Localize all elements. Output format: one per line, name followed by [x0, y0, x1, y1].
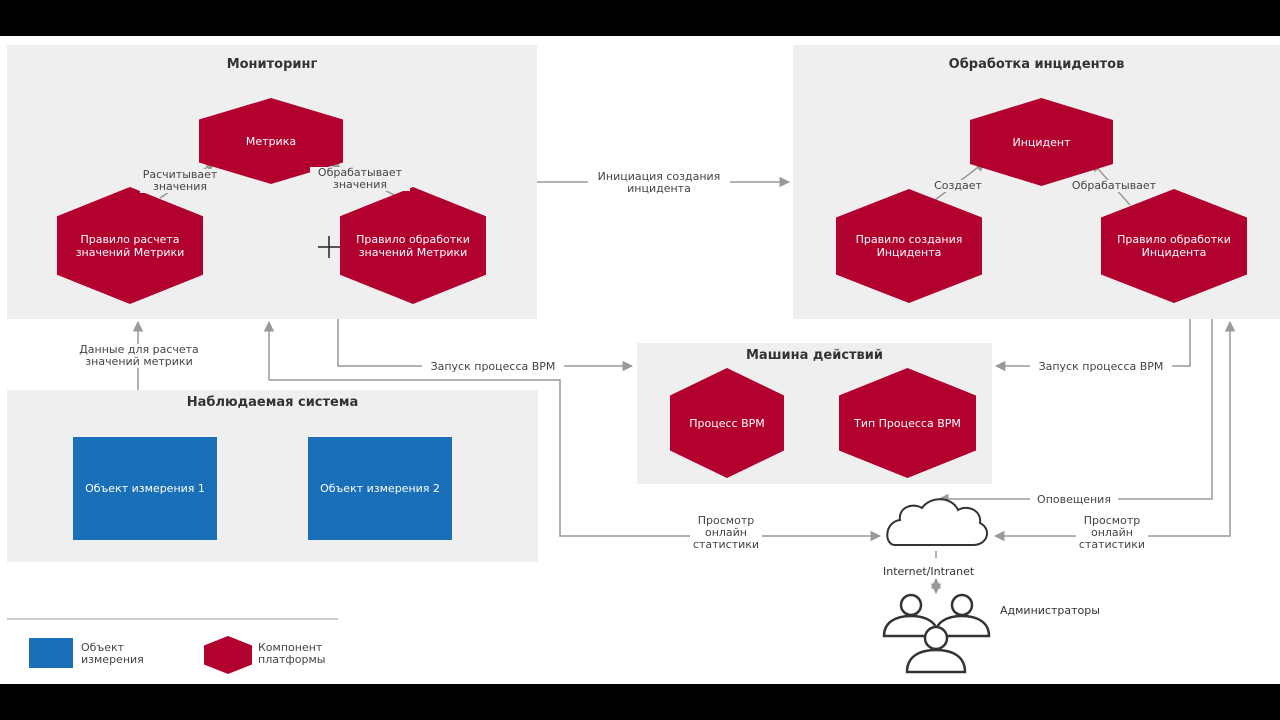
arrow-notifications	[937, 319, 1213, 505]
label-stats-right: Просмотр онлайн статистики	[1076, 515, 1148, 551]
label-creates: Создает	[928, 180, 988, 192]
hex-incident-proc-rule: Правило обработки Инцидента	[1101, 189, 1247, 303]
hex-proc-rule: Правило обработки значений Метрики	[340, 187, 486, 304]
label-admins: Администраторы	[1000, 604, 1100, 617]
admins-icon	[882, 593, 991, 674]
legend-component-label: Компонент платформы	[258, 641, 326, 666]
cursor-plus-icon	[318, 236, 340, 258]
label-init-incident: Инициация создания инцидента	[588, 171, 730, 195]
label-bpm-right: Запуск процесса BPM	[1030, 361, 1172, 373]
legend-object-swatch	[29, 638, 73, 668]
arrow-stats-right	[993, 320, 1236, 542]
label-notifications: Оповещения	[1030, 494, 1118, 506]
cloud-icon	[886, 498, 989, 546]
label-proc: Обрабатывает значения	[310, 167, 410, 191]
arrow-stats-left	[263, 320, 882, 542]
label-calc: Расчитывает значения	[140, 169, 220, 193]
arrow-bpm-right	[994, 319, 1191, 372]
diagram-canvas: Мониторинг Обработка инцидентов Машина д…	[0, 36, 1280, 684]
label-bpm-left: Запуск процесса BPM	[422, 361, 564, 373]
label-network: Internet/Intranet	[883, 565, 975, 578]
hex-bpm-process: Процесс BPM	[670, 368, 784, 478]
label-stats-left: Просмотр онлайн статистики	[690, 515, 762, 551]
object-box-2: Объект измерения 2	[308, 437, 452, 540]
object-box-1: Объект измерения 1	[73, 437, 217, 540]
label-metric-data: Данные для расчета значений метрики	[66, 344, 212, 368]
monitoring-title: Мониторинг	[226, 57, 318, 72]
hex-bpm-type: Тип Процесса BPM	[839, 368, 976, 478]
incidents-title: Обработка инцидентов	[948, 57, 1125, 72]
connector-lines	[7, 161, 1236, 674]
label-processes: Обрабатывает	[1062, 180, 1166, 192]
arrow-bpm-left	[337, 319, 634, 372]
legend-object-label: Объект измерения	[81, 641, 144, 666]
